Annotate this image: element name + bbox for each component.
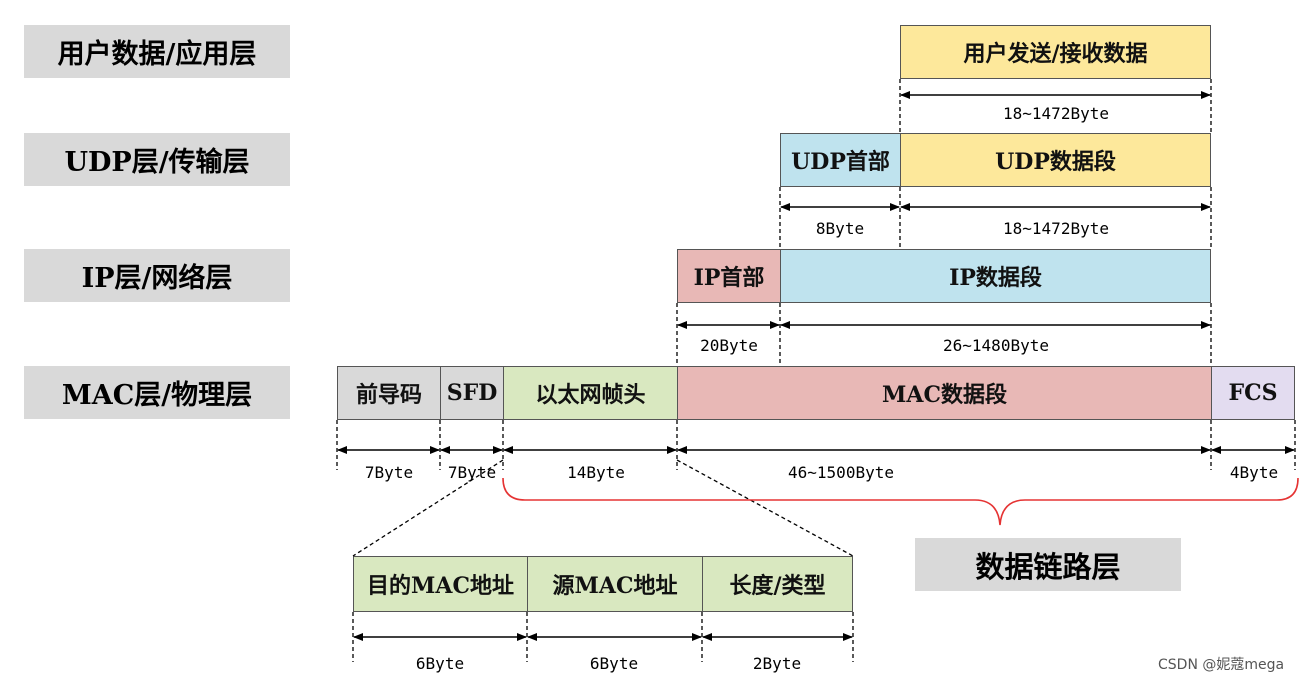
sfd-size: 7Byte bbox=[447, 463, 497, 482]
ip-data-cell: IP数据段 bbox=[780, 249, 1211, 303]
dst-mac-size: 6Byte bbox=[415, 654, 465, 673]
ip-data-size: 26~1480Byte bbox=[943, 336, 1049, 355]
mac-data-size: 46~1500Byte bbox=[788, 463, 894, 482]
eth-header-size: 14Byte bbox=[567, 463, 625, 482]
layer-label-ip: IP层/网络层 bbox=[24, 249, 290, 302]
ip-header-cell: IP首部 bbox=[677, 249, 781, 303]
app-data-size: 18~1472Byte bbox=[1003, 104, 1109, 123]
udp-header-size: 8Byte bbox=[815, 219, 865, 238]
udp-data-cell: UDP数据段 bbox=[900, 133, 1211, 187]
sfd-cell: SFD bbox=[440, 366, 504, 420]
app-data-cell: 用户发送/接收数据 bbox=[900, 25, 1211, 79]
mac-data-cell: MAC数据段 bbox=[677, 366, 1212, 420]
layer-label-mac: MAC层/物理层 bbox=[24, 366, 290, 419]
watermark: CSDN @妮蔻mega bbox=[1158, 657, 1285, 673]
src-mac-cell: 源MAC地址 bbox=[527, 556, 703, 612]
type-cell: 长度/类型 bbox=[702, 556, 853, 612]
preamble-size: 7Byte bbox=[364, 463, 414, 482]
type-size: 2Byte bbox=[752, 654, 802, 673]
dst-mac-cell: 目的MAC地址 bbox=[353, 556, 528, 612]
layer-label-app: 用户数据/应用层 bbox=[24, 25, 290, 78]
layer-label-udp: UDP层/传输层 bbox=[24, 133, 290, 186]
layer-label-datalink: 数据链路层 bbox=[915, 538, 1181, 591]
udp-data-size: 18~1472Byte bbox=[1003, 219, 1109, 238]
fcs-cell: FCS bbox=[1211, 366, 1295, 420]
eth-header-cell: 以太网帧头 bbox=[503, 366, 678, 420]
src-mac-size: 6Byte bbox=[589, 654, 639, 673]
fcs-size: 4Byte bbox=[1229, 463, 1279, 482]
ip-header-size: 20Byte bbox=[700, 336, 758, 355]
